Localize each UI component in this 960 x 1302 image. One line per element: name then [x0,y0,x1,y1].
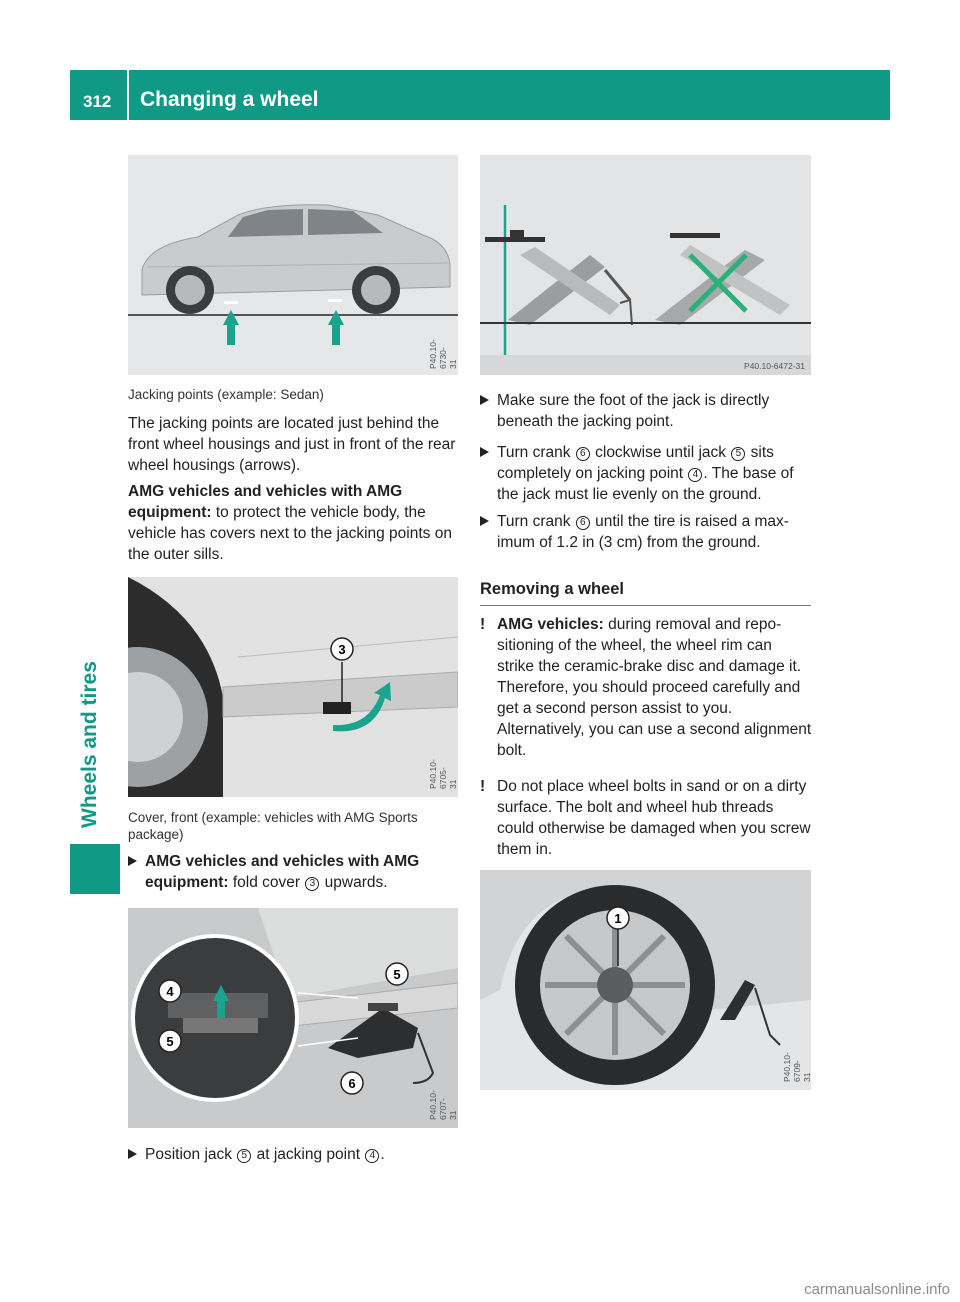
step-text: Turn crank [497,513,575,530]
figure-sill-cover: 3 P40.10-6705-31 [128,577,458,797]
step-text: clockwise until jack [590,444,731,461]
paragraph-jacking-points: The jacking points are located just behi… [128,415,456,474]
header-separator [127,70,129,120]
callout-6-icon: 6 [575,516,590,530]
amg-text: to protect the vehicle body, the vehicle… [128,504,452,563]
figure-code: P40.10-6709-31 [782,1052,811,1082]
figure-wheel-removal: 1 P40.10-6709-31 [480,870,811,1090]
figure-jack-placement: P40.10-6472-31 [480,155,811,375]
step-arrow-icon [480,447,489,457]
step-text: at jacking point [252,1146,365,1163]
step-text: until the tire is raised a max­imum of 1… [497,513,789,551]
step-arrow-icon [480,516,489,526]
step-turn-crank-clockwise: Turn crank 6 clockwise until jack 5 sits… [480,442,812,505]
figure-code: P40.10-6472-31 [744,361,805,371]
step-text: Turn crank [497,444,575,461]
paragraph-amg-covers: AMG vehicles and vehicles with AMG equip… [128,481,460,565]
warning-wheel-bolts: ! Do not place wheel bolts in sand or on … [480,776,812,860]
caption-cover: Cover, front (example: vehicles with AMG… [128,810,418,842]
figure-code: P40.10-6730-31 [428,339,458,369]
figure-code: P40.10-6705-31 [428,759,458,789]
callout-1: 1 [614,911,621,926]
header-bar [70,70,890,120]
callout-4-icon: 4 [688,468,703,482]
callout-4: 4 [166,984,174,999]
warning-amg-vehicles: ! AMG vehicles: during removal and repo­s… [480,614,812,761]
step-raise-tire: Turn crank 6 until the tire is raised a … [480,511,812,553]
section-heading: Removing a wheel [480,580,811,606]
watermark: carmanualsonline.info [804,1281,950,1298]
side-tab-label: Wheels and tires [78,661,101,828]
figure-code: P40.10-6707-31 [428,1090,458,1120]
callout-3: 3 [338,642,345,657]
step-text: fold cover [228,874,305,891]
step-text: sits completely on jacking point [497,444,774,482]
step-arrow-icon [128,1149,137,1159]
amg-label: AMG vehicles and vehicles with AMG equip… [128,483,403,521]
step-text: . The base of the jack must lie evenly o… [497,465,794,503]
callout-3-icon: 3 [305,877,320,891]
step-text: Make sure the foot of the jack is direct… [497,392,770,430]
figure-sedan-jacking-points: P40.10-6730-31 [128,155,458,375]
caption-jacking-points: Jacking points (example: Sedan) [128,387,324,402]
callout-4-icon: 4 [365,1149,380,1163]
callout-6: 6 [348,1076,355,1091]
step-fold-cover: AMG vehicles and vehicles with AMG equip… [128,851,460,893]
warning-text: during removal and repo­sitioning of the… [497,616,812,759]
figure-jack-position: 4 5 5 6 P40.10-6707-31 [128,908,458,1128]
callout-6-icon: 6 [575,447,590,461]
warning-text: Do not place wheel bolts in sand or on a… [497,778,811,858]
page-number: 312 [83,92,112,111]
step-text: Position jack [145,1146,237,1163]
step-arrow-icon [480,395,489,405]
callout-5: 5 [166,1034,173,1049]
step-label: AMG vehicles and vehicles with AMG equip… [145,853,420,891]
warning-icon: ! [480,778,486,795]
side-tab-marker [70,844,120,894]
step-position-jack: Position jack 5 at jacking point 4. [128,1144,460,1165]
step-arrow-icon [128,856,137,866]
warning-label: AMG vehicles: [497,616,604,633]
warning-icon: ! [480,616,486,633]
callout-5-icon: 5 [237,1149,252,1163]
step-text: . [380,1146,385,1163]
step-text: upwards. [320,874,388,891]
callout-5-icon: 5 [731,447,746,461]
step-foot-of-jack: Make sure the foot of the jack is direct… [480,390,812,432]
callout-5b: 5 [393,967,400,982]
page-title: Changing a wheel [140,88,319,111]
